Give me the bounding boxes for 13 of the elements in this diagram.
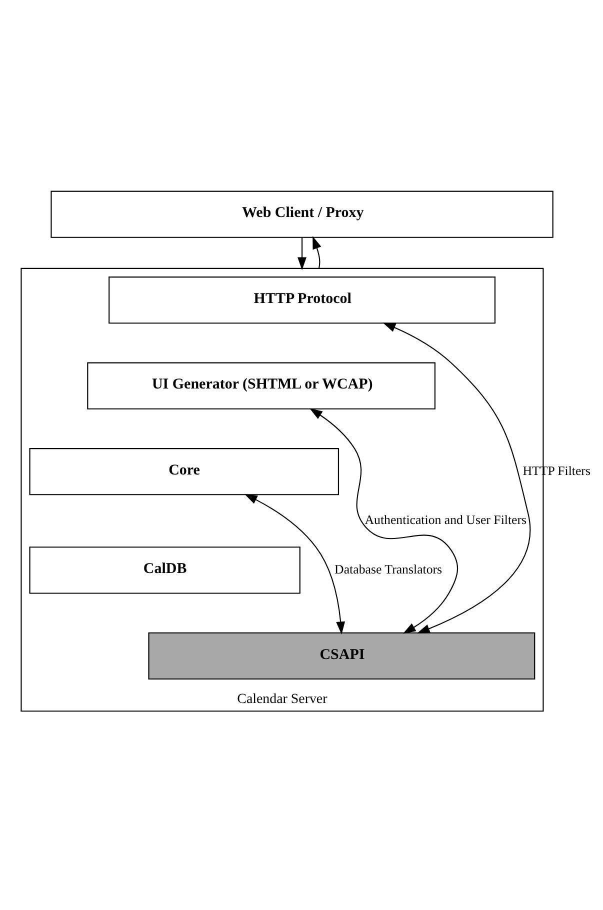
node-box: CalDB [29, 546, 300, 594]
arrow [298, 237, 307, 270]
arrow [310, 408, 458, 634]
node-box: Web Client / Proxy [50, 190, 554, 238]
arrow [244, 493, 346, 634]
arrow [382, 322, 530, 633]
edge-label: Authentication and User Filters [364, 512, 527, 527]
node-box: UI Generator (SHTML or WCAP) [87, 362, 436, 409]
arrow [312, 236, 322, 268]
edge-label: Database Translators [334, 562, 442, 576]
node-box: Core [29, 448, 340, 495]
node-box: HTTP Protocol [108, 276, 496, 324]
node-box: CSAPI [148, 632, 536, 680]
